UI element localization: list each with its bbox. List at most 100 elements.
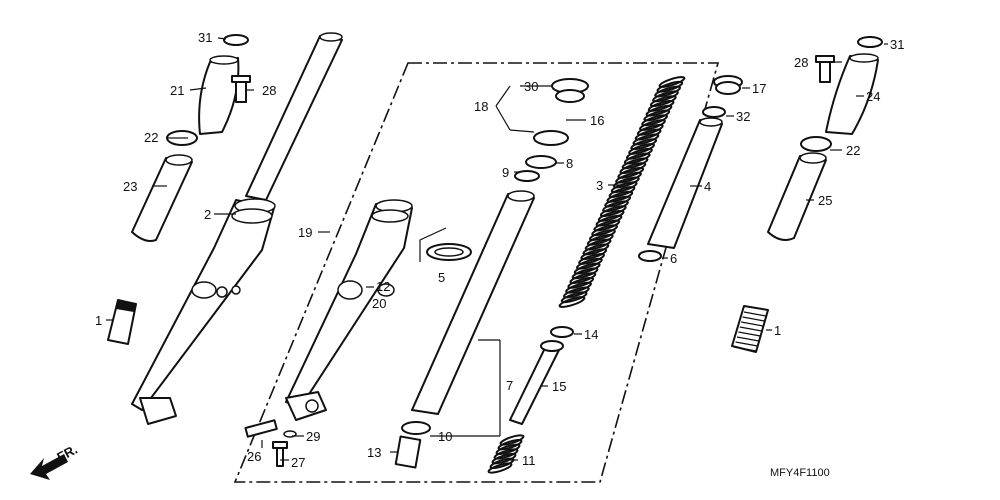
coil-turn (628, 143, 655, 155)
callout-24: 24 (866, 89, 880, 104)
callout-5: 5 (438, 270, 445, 285)
coil-turn (595, 214, 623, 227)
part-28-bolt-left (235, 79, 247, 103)
coil-turn (558, 296, 586, 308)
callout-12: 12 (376, 279, 390, 294)
coil-turn (647, 99, 675, 112)
coil-turn (652, 90, 679, 103)
part-25-cover (767, 155, 827, 241)
callout-32: 32 (736, 109, 750, 124)
callout-27: 27 (291, 455, 305, 470)
callout-21: 21 (170, 83, 184, 98)
coil-turn (584, 238, 612, 251)
part-31-right (857, 36, 883, 48)
part-3-spring (558, 76, 686, 308)
coil-turn (487, 462, 513, 474)
part-7-inner-tube (411, 193, 535, 415)
diagram-code: MFY4F1100 (770, 467, 830, 479)
coil-turn (636, 123, 664, 136)
callout-29: 29 (306, 429, 320, 444)
hatch-line (742, 316, 765, 322)
callout-10: 10 (438, 429, 452, 444)
callout-8: 8 (566, 156, 573, 171)
part-31-left (223, 34, 249, 46)
coil-turn (567, 276, 595, 289)
coil-turn (571, 267, 599, 280)
coil-turn (641, 114, 669, 127)
coil-turn (606, 190, 634, 203)
hatch-line (738, 331, 761, 337)
coil-turn (639, 119, 666, 131)
hatch-line (736, 336, 760, 342)
coil-turn (632, 133, 660, 146)
front-direction-indicator: FR. (30, 442, 80, 480)
callout-13: 13 (367, 445, 381, 460)
callout-11: 11 (522, 453, 536, 468)
part-10-bushing (401, 421, 431, 435)
part-16-washer (533, 130, 569, 146)
coil-turn (597, 209, 625, 222)
coil-turn (645, 104, 673, 117)
callout-3: 3 (596, 178, 603, 193)
coil-turn (630, 138, 658, 151)
callout-22-right: 22 (846, 143, 860, 158)
callout-19: 19 (298, 225, 312, 240)
coil-turn (625, 147, 653, 160)
coil-turn (654, 85, 682, 98)
callout-20: 20 (372, 296, 386, 311)
callout-26: 26 (247, 449, 261, 464)
coil-turn (562, 286, 590, 299)
coil-turn (593, 219, 621, 232)
coil-turn (586, 233, 614, 246)
callout-14: 14 (584, 327, 598, 342)
part-28-bolt-right (819, 59, 831, 83)
callout-31-left: 31 (198, 30, 212, 45)
callout-1-right: 1 (774, 323, 781, 338)
coil-turn (589, 229, 616, 241)
coil-turn (560, 291, 588, 304)
part-11-spring (487, 434, 525, 474)
callout-2: 2 (204, 207, 211, 222)
hatch-line (743, 311, 767, 317)
part-14-ring (550, 326, 574, 338)
coil-turn (604, 195, 632, 208)
part-22-nut-right (800, 136, 832, 152)
coil-turn (610, 181, 638, 194)
coil-turn (499, 434, 525, 446)
coil-turn (491, 452, 517, 465)
coil-turn (619, 162, 647, 175)
coil-turn (612, 176, 640, 189)
part-8-spacer (525, 155, 557, 169)
front-arrow-icon (30, 454, 68, 480)
callout-31-right: 31 (890, 37, 904, 52)
part-13-piece (394, 435, 422, 469)
callout-15: 15 (552, 379, 566, 394)
callout-labels: 31 21 28 22 23 2 1 19 12 20 5 29 26 27 3… (95, 30, 904, 470)
coil-turn (575, 257, 603, 270)
coil-turn (649, 95, 677, 108)
hatch-line (735, 341, 758, 347)
assembly-group-outline (233, 62, 720, 483)
callout-7: 7 (506, 378, 513, 393)
callout-28-right: 28 (794, 55, 808, 70)
coil-turn (578, 253, 605, 265)
callout-28-left: 28 (262, 83, 276, 98)
hatch-line (741, 321, 764, 327)
coil-turn (569, 272, 597, 285)
part-2-fork-assembly (131, 32, 343, 425)
coil-turn (565, 281, 592, 294)
coil-turn (495, 443, 521, 456)
callout-30: 30 (524, 79, 538, 94)
coil-turn (608, 186, 636, 198)
coil-turn (658, 76, 686, 88)
callout-16: 16 (590, 113, 604, 128)
part-24-cover (825, 55, 879, 135)
callout-6: 6 (670, 251, 677, 266)
part-23-cover (131, 157, 193, 242)
part-21-cover (198, 57, 240, 135)
coil-turn (582, 243, 610, 256)
coil-turn (573, 262, 601, 275)
coil-turn (623, 152, 651, 165)
hatch-line (734, 346, 757, 352)
